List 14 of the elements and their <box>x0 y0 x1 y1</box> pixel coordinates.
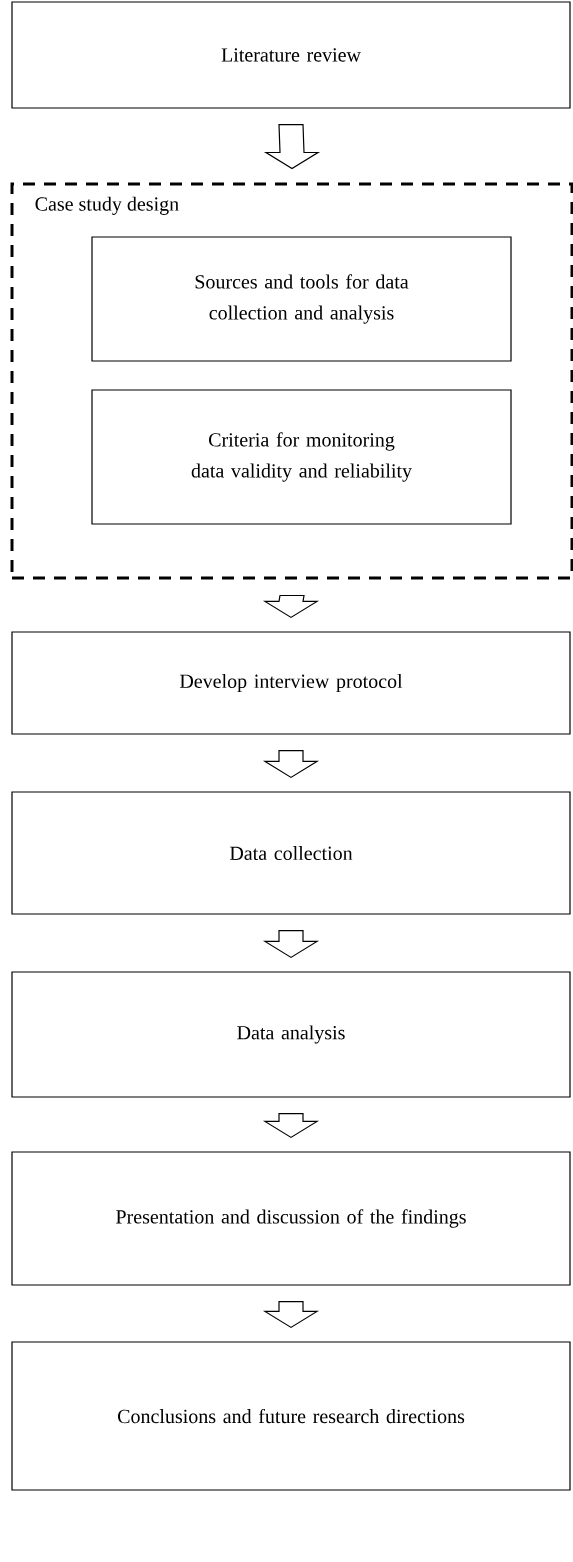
block-arrow <box>262 1301 320 1329</box>
process-box: Conclusions and future research directions <box>11 1341 571 1491</box>
block-arrow <box>262 1113 320 1139</box>
process-box: Develop interview protocol <box>11 631 571 735</box>
block-arrow <box>262 930 320 959</box>
process-box: Data collection <box>11 791 571 915</box>
block-arrow <box>262 750 320 779</box>
process-box: Data analysis <box>11 971 571 1098</box>
process-box: Presentation and discussion of the findings <box>11 1151 571 1286</box>
block-arrow <box>263 124 321 170</box>
process-box: Criteria for monitoring data validity and reliability <box>91 389 512 525</box>
process-box: Literature review <box>11 1 571 109</box>
process-box: Sources and tools for data collection and analysis <box>91 236 512 362</box>
block-arrow <box>262 594 320 619</box>
